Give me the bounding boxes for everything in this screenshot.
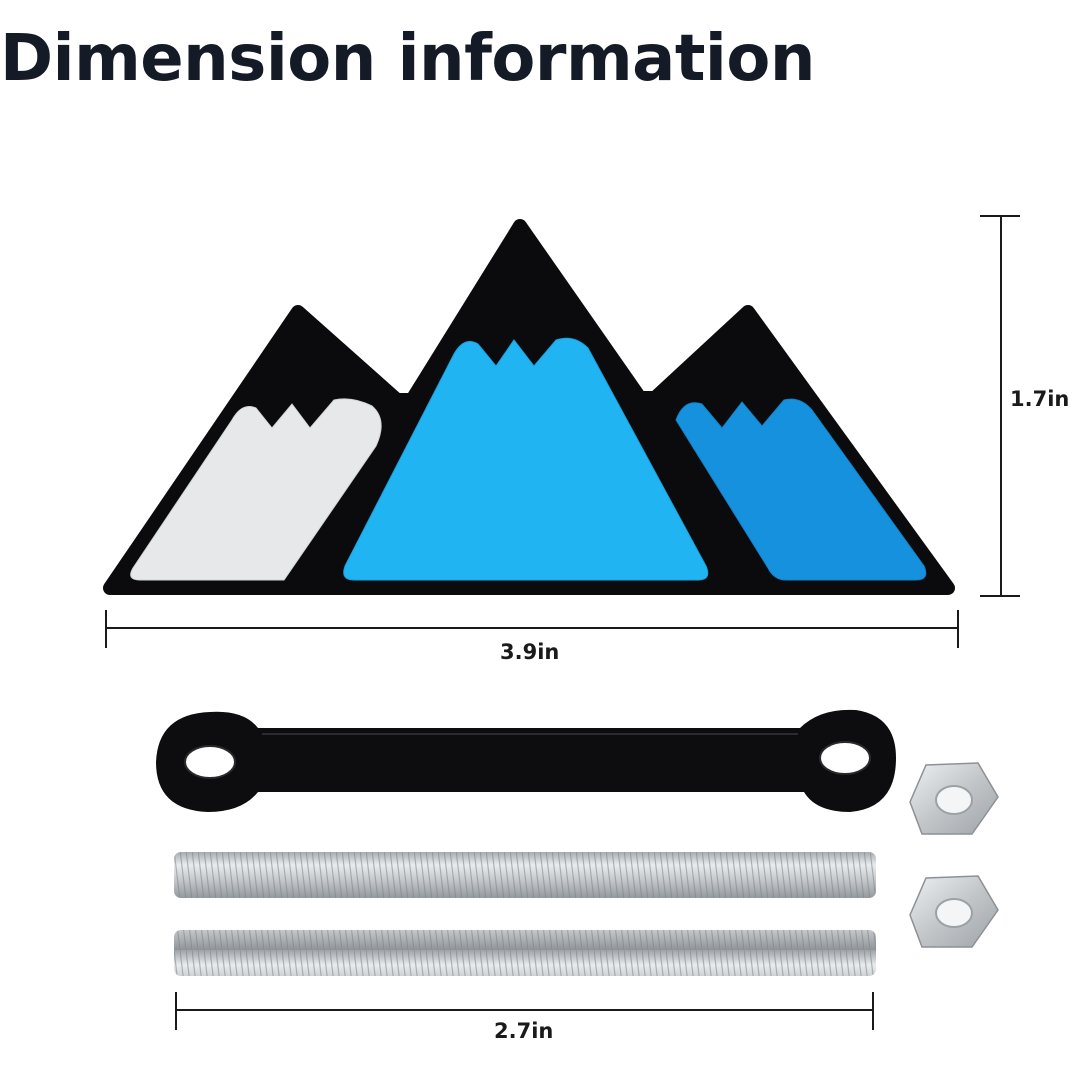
mountain-emblem [103,219,955,595]
threaded-rod-2 [174,930,876,976]
hex-nut-1 [909,762,999,835]
mounting-bracket [156,709,896,812]
peak-right-snow [675,398,927,581]
width-label: 3.9in [500,640,560,664]
page-title: Dimension information [0,22,815,96]
peak-left-snow [130,398,382,581]
peak-center-snow [343,337,709,581]
hex-nut-2 [909,875,999,948]
height-label: 1.7in [1010,387,1070,411]
threaded-rod-1 [174,852,876,898]
height-dimension-line [980,215,1020,597]
width-dimension-line [105,610,959,648]
rod-length-dimension-line [175,992,874,1030]
rod-length-label: 2.7in [494,1019,554,1043]
